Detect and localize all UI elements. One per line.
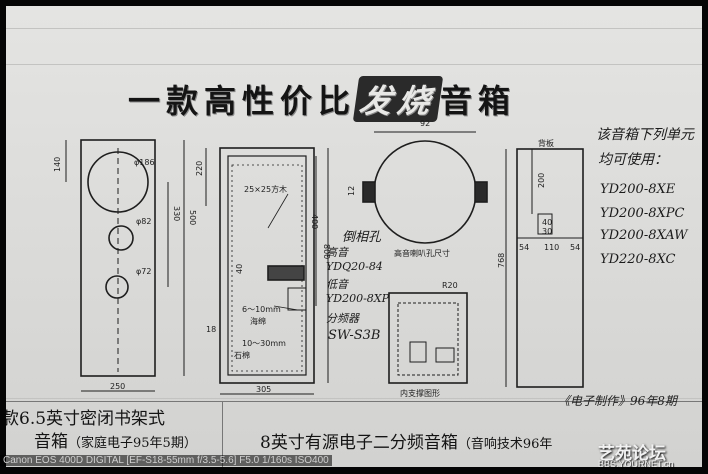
source-signature: 《电子制作》96年8期 xyxy=(558,394,677,408)
dim-label: 40 xyxy=(542,218,552,227)
dim-label: 30 xyxy=(542,227,552,236)
technical-drawings: 140 φ186 330 500 φ82 φ72 250 220 400 800… xyxy=(53,119,584,398)
dim-label: 110 xyxy=(544,243,559,252)
forum-watermark-url: BBS.YOURNET.cn xyxy=(598,459,674,469)
material-label: 海绵 xyxy=(250,316,266,326)
dim-label: 250 xyxy=(110,382,125,391)
material-label: 石棉 xyxy=(234,350,250,360)
dim-label: 400 xyxy=(310,214,319,229)
magazine-page: 一款高性价比发烧音箱 xyxy=(6,6,702,467)
brace-outline xyxy=(388,292,468,384)
back-panel-outline xyxy=(516,148,584,388)
dim-label: 330 xyxy=(172,206,181,221)
dim-label: 800 xyxy=(322,244,331,259)
dim-label: 54 xyxy=(570,243,580,252)
wood-strip-label: 25×25方木 xyxy=(244,184,287,194)
dim-label: 54 xyxy=(519,243,529,252)
dim-label: 220 xyxy=(195,161,204,176)
left-caption-source: （家庭电子95年5期） xyxy=(68,436,197,451)
terminal-cutout xyxy=(537,213,553,235)
brace-cutout xyxy=(397,302,459,376)
compat-model: YD200-8XE xyxy=(600,182,676,197)
right-caption: 8英寸有源电子二分频音箱（音响技术96年 xyxy=(260,428,552,453)
port-hole xyxy=(108,225,134,251)
tweeter-mount-circle xyxy=(373,140,477,244)
compat-model: YD200-8XPC xyxy=(600,206,685,221)
right-caption-main: 8英寸有源电子二分频音箱 xyxy=(260,433,458,453)
headline-part1: 一款高性价比 xyxy=(128,82,357,120)
damping-lining xyxy=(231,164,303,372)
mount-tab-right xyxy=(474,181,488,203)
tweeter-hole xyxy=(105,275,129,299)
leader-line xyxy=(273,305,299,311)
crossover-model-note: SW-S3B xyxy=(328,328,381,343)
front-baffle-outline xyxy=(80,139,156,377)
dim-label: 140 xyxy=(53,157,62,172)
paper-rule xyxy=(6,64,702,65)
dim-label: 18 xyxy=(206,325,216,334)
compat-model: YD220-8XC xyxy=(600,252,676,267)
caption-strip xyxy=(6,401,702,467)
compat-note-line2: 均可使用： xyxy=(598,152,668,168)
thickness-label: 6～10mm xyxy=(242,305,281,314)
tweeter-note: 高音 xyxy=(326,246,348,259)
cabinet-section-inner xyxy=(227,155,307,376)
dim-label: φ186 xyxy=(134,158,155,167)
right-caption-source: （音响技术96年 xyxy=(457,437,553,452)
caption-divider xyxy=(222,401,223,467)
brace-detail xyxy=(435,347,455,363)
port-tube-note: 倒相孔 xyxy=(342,230,382,245)
headline-part3: 音箱 xyxy=(440,82,517,120)
dim-label: φ72 xyxy=(136,267,151,276)
brace-caption: 内支撑图形 xyxy=(400,388,440,398)
thickness-label: 10～30mm xyxy=(242,339,286,348)
tweeter-hole-caption: 高音喇叭孔尺寸 xyxy=(394,248,450,258)
forum-watermark-title: 艺苑论坛 xyxy=(598,444,666,464)
dim-label: 92 xyxy=(420,119,430,128)
woofer-note: 低音 xyxy=(326,278,348,291)
left-caption-line2: 音箱（家庭电子95年5期） xyxy=(34,427,197,452)
tweeter-model-note: YDQ20-84 xyxy=(326,260,383,273)
port-tube xyxy=(267,265,305,281)
page-headline: 一款高性价比发烧音箱 xyxy=(128,76,548,128)
dim-label: φ82 xyxy=(136,217,151,226)
paper-rule xyxy=(6,398,702,399)
camera-exif-overlay: Canon EOS 400D DIGITAL [EF-S18-55mm f/3.… xyxy=(0,455,332,466)
dim-label: 500 xyxy=(188,210,197,225)
left-caption-main: 音箱 xyxy=(34,432,68,452)
leader-line xyxy=(267,193,289,229)
mount-tab-left xyxy=(362,181,376,203)
dim-label: 305 xyxy=(256,385,271,394)
compat-note-line1: 该音箱下列单元 xyxy=(596,127,694,143)
woofer-model-note: YD200-8XP xyxy=(326,292,390,305)
dim-label: 12 xyxy=(347,186,356,196)
brace-detail xyxy=(409,341,427,363)
dim-label: 200 xyxy=(537,173,546,188)
dim-label: 40 xyxy=(235,264,244,274)
left-caption-line1: 款6.5英寸密闭书架式 xyxy=(6,409,166,429)
cabinet-section-outer xyxy=(219,147,315,384)
crossover-note: 分频器 xyxy=(326,312,359,325)
back-panel-title: 背板 xyxy=(538,138,554,148)
internal-brace xyxy=(287,287,307,311)
dim-label: R20 xyxy=(442,281,458,290)
paper-rule xyxy=(6,28,702,29)
dim-label: 768 xyxy=(497,253,506,268)
compat-model: YD200-8XAW xyxy=(600,228,688,243)
